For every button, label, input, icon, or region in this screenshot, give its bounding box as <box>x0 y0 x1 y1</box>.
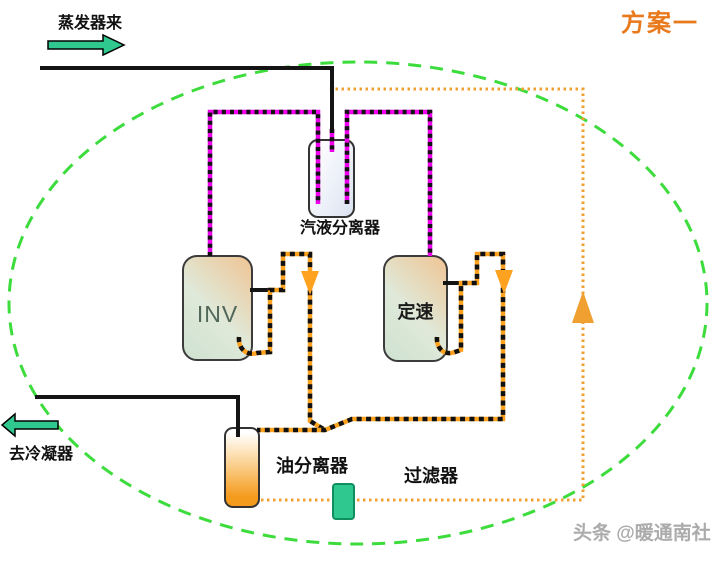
discharge-pipes <box>236 251 506 433</box>
evaporator-suction-pipe <box>40 66 334 139</box>
fixed-flow-arrow-down-icon <box>495 270 513 294</box>
inv-compressor-vessel <box>182 255 253 361</box>
fixed-discharge-pipe-base <box>257 251 506 433</box>
fixed-discharge-pipe-dash <box>257 251 506 433</box>
inv-compressor-label: INV <box>196 301 239 327</box>
system-boundary-ellipse <box>7 60 709 546</box>
evaporator-flow-arrow-icon <box>47 33 126 57</box>
filter-vessel <box>332 483 355 520</box>
suction-pipe-left-dash <box>207 109 321 256</box>
oil-separator-vessel <box>224 427 260 508</box>
suction-pipe-right-dash <box>344 109 433 256</box>
oil-return-arrow-up-icon <box>572 291 594 323</box>
inv-discharge-pipe-base <box>236 251 327 432</box>
inv-flow-arrow-down-icon <box>301 271 319 295</box>
evaporator-inlet-label: 蒸发器来 <box>58 15 123 32</box>
watermark: 头条 @暖通南社 <box>573 523 711 544</box>
suction-pipes <box>207 109 433 256</box>
oil-separator-label: 油分离器 <box>276 456 348 476</box>
condenser-flow-arrow-icon <box>0 412 59 438</box>
fixed-speed-compressor-label: 定速 <box>397 302 434 322</box>
gas-liquid-separator-label: 汽液分离器 <box>300 220 381 237</box>
page-title: 方案一 <box>621 10 699 37</box>
condenser-outlet-label: 去冷凝器 <box>9 446 74 463</box>
condenser-discharge-pipe <box>35 395 240 437</box>
filter-label: 过滤器 <box>404 466 458 486</box>
